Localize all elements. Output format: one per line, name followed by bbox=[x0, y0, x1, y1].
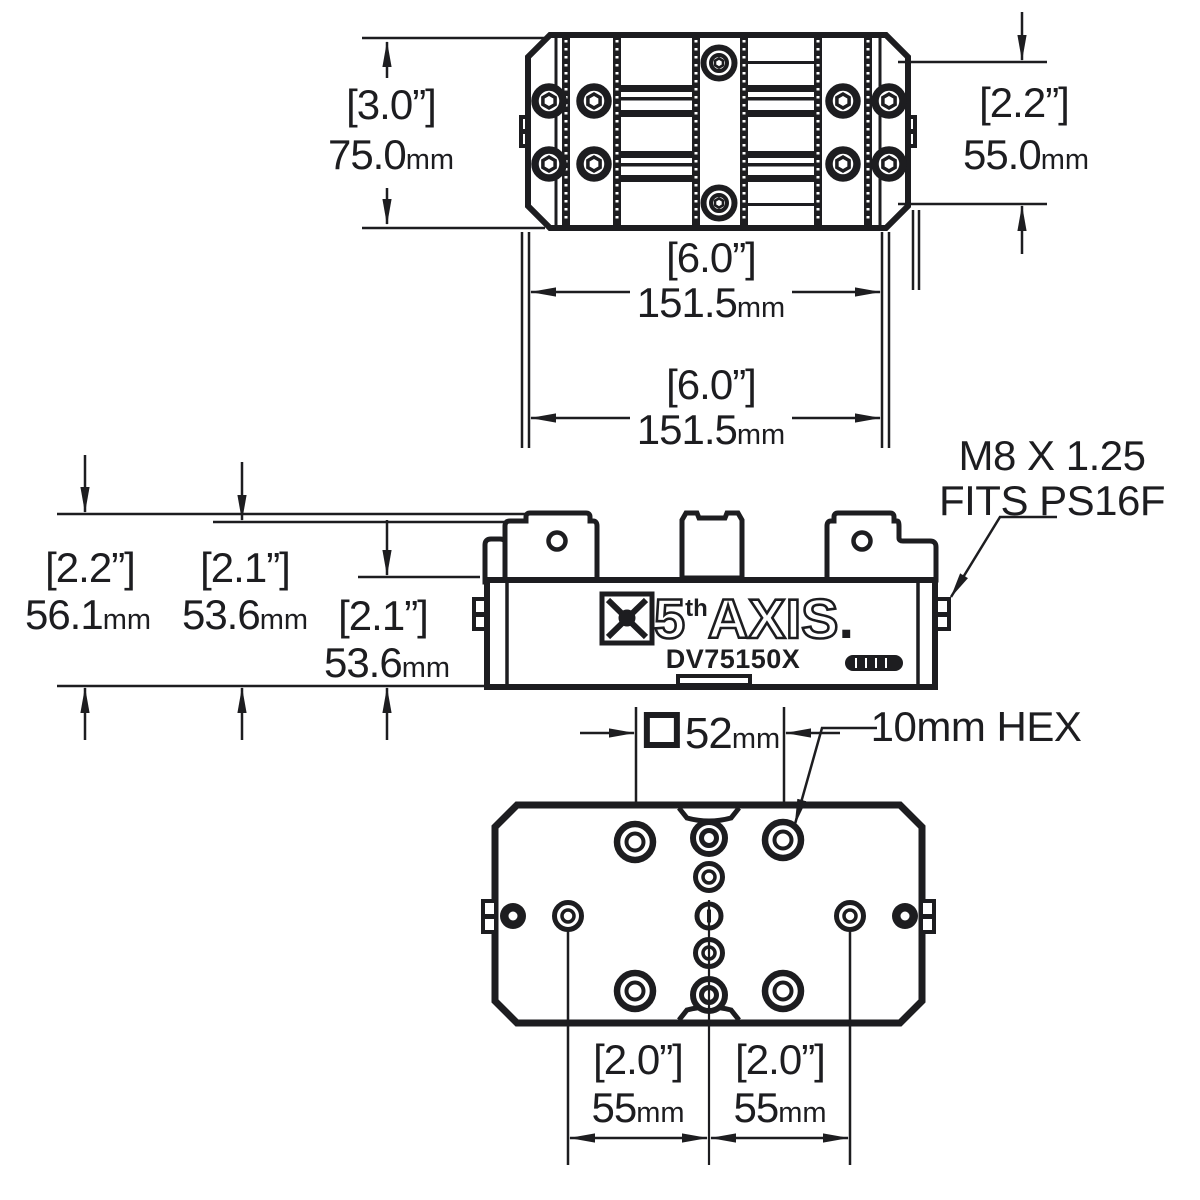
dim-width-lower-mm: 151.5mm bbox=[636, 406, 786, 453]
dim-width-upper-inch: [6.0”] bbox=[666, 234, 757, 281]
dim-side-c-inch: [2.1”] bbox=[338, 592, 429, 639]
side-view-right-jaw bbox=[824, 510, 939, 583]
thread-note-line1: M8 X 1.25 bbox=[958, 432, 1146, 479]
dim-bottom-left-mm: 55mm bbox=[591, 1084, 685, 1131]
dim-top-right-mm: 55.0mm bbox=[962, 131, 1090, 178]
dim-bottom-right-mm: 55mm bbox=[733, 1084, 827, 1131]
dim-top-height-mm: 75.0mm bbox=[327, 131, 455, 178]
side-view bbox=[472, 510, 951, 690]
square-symbol-icon bbox=[643, 712, 680, 748]
dim-side-a-mm: 56.1mm bbox=[24, 591, 152, 638]
side-view-dimensions bbox=[57, 455, 1057, 740]
dim-side-c-mm: 53.6mm bbox=[323, 639, 451, 686]
fifth-axis-logo-icon bbox=[599, 591, 655, 646]
dim-top-height-inch: [3.0”] bbox=[346, 81, 437, 128]
top-view-dimensions bbox=[362, 12, 1047, 448]
dim-top-right-inch: [2.2”] bbox=[979, 79, 1070, 126]
dim-width-lower-inch: [6.0”] bbox=[666, 361, 757, 408]
dim-bottom-left-inch: [2.0”] bbox=[593, 1036, 684, 1083]
hex-note: 10mm HEX bbox=[870, 703, 1082, 750]
top-view-rails-right bbox=[748, 61, 814, 206]
side-view-center-post bbox=[679, 510, 745, 581]
jaw-hole bbox=[546, 530, 568, 552]
dim-side-a-inch: [2.2”] bbox=[45, 544, 136, 591]
m8-leader-line bbox=[949, 515, 1057, 598]
dim-width-upper-mm: 151.5mm bbox=[636, 279, 786, 326]
brand-logotype: 5thAXIS. bbox=[653, 586, 855, 652]
dim-bottom-right-inch: [2.0”] bbox=[735, 1036, 826, 1083]
hex-leader-line bbox=[793, 726, 877, 825]
dim-side-b-mm: 53.6mm bbox=[181, 591, 309, 638]
top-view bbox=[519, 32, 917, 231]
side-view-bottom-boss bbox=[676, 674, 752, 687]
model-number: DV75150X bbox=[665, 644, 801, 674]
dim-square-52: 52mm bbox=[643, 710, 780, 757]
jaw-hole bbox=[851, 530, 873, 552]
bottom-view-right-tab bbox=[919, 899, 936, 934]
bottom-view-left-tab bbox=[481, 899, 498, 934]
top-view-rails-left bbox=[621, 85, 692, 182]
serial-marking bbox=[845, 655, 903, 671]
bottom-view-dimensions bbox=[566, 726, 877, 1165]
thread-note-line2: FITS PS16F bbox=[938, 477, 1166, 524]
dim-side-b-inch: [2.1”] bbox=[200, 544, 291, 591]
